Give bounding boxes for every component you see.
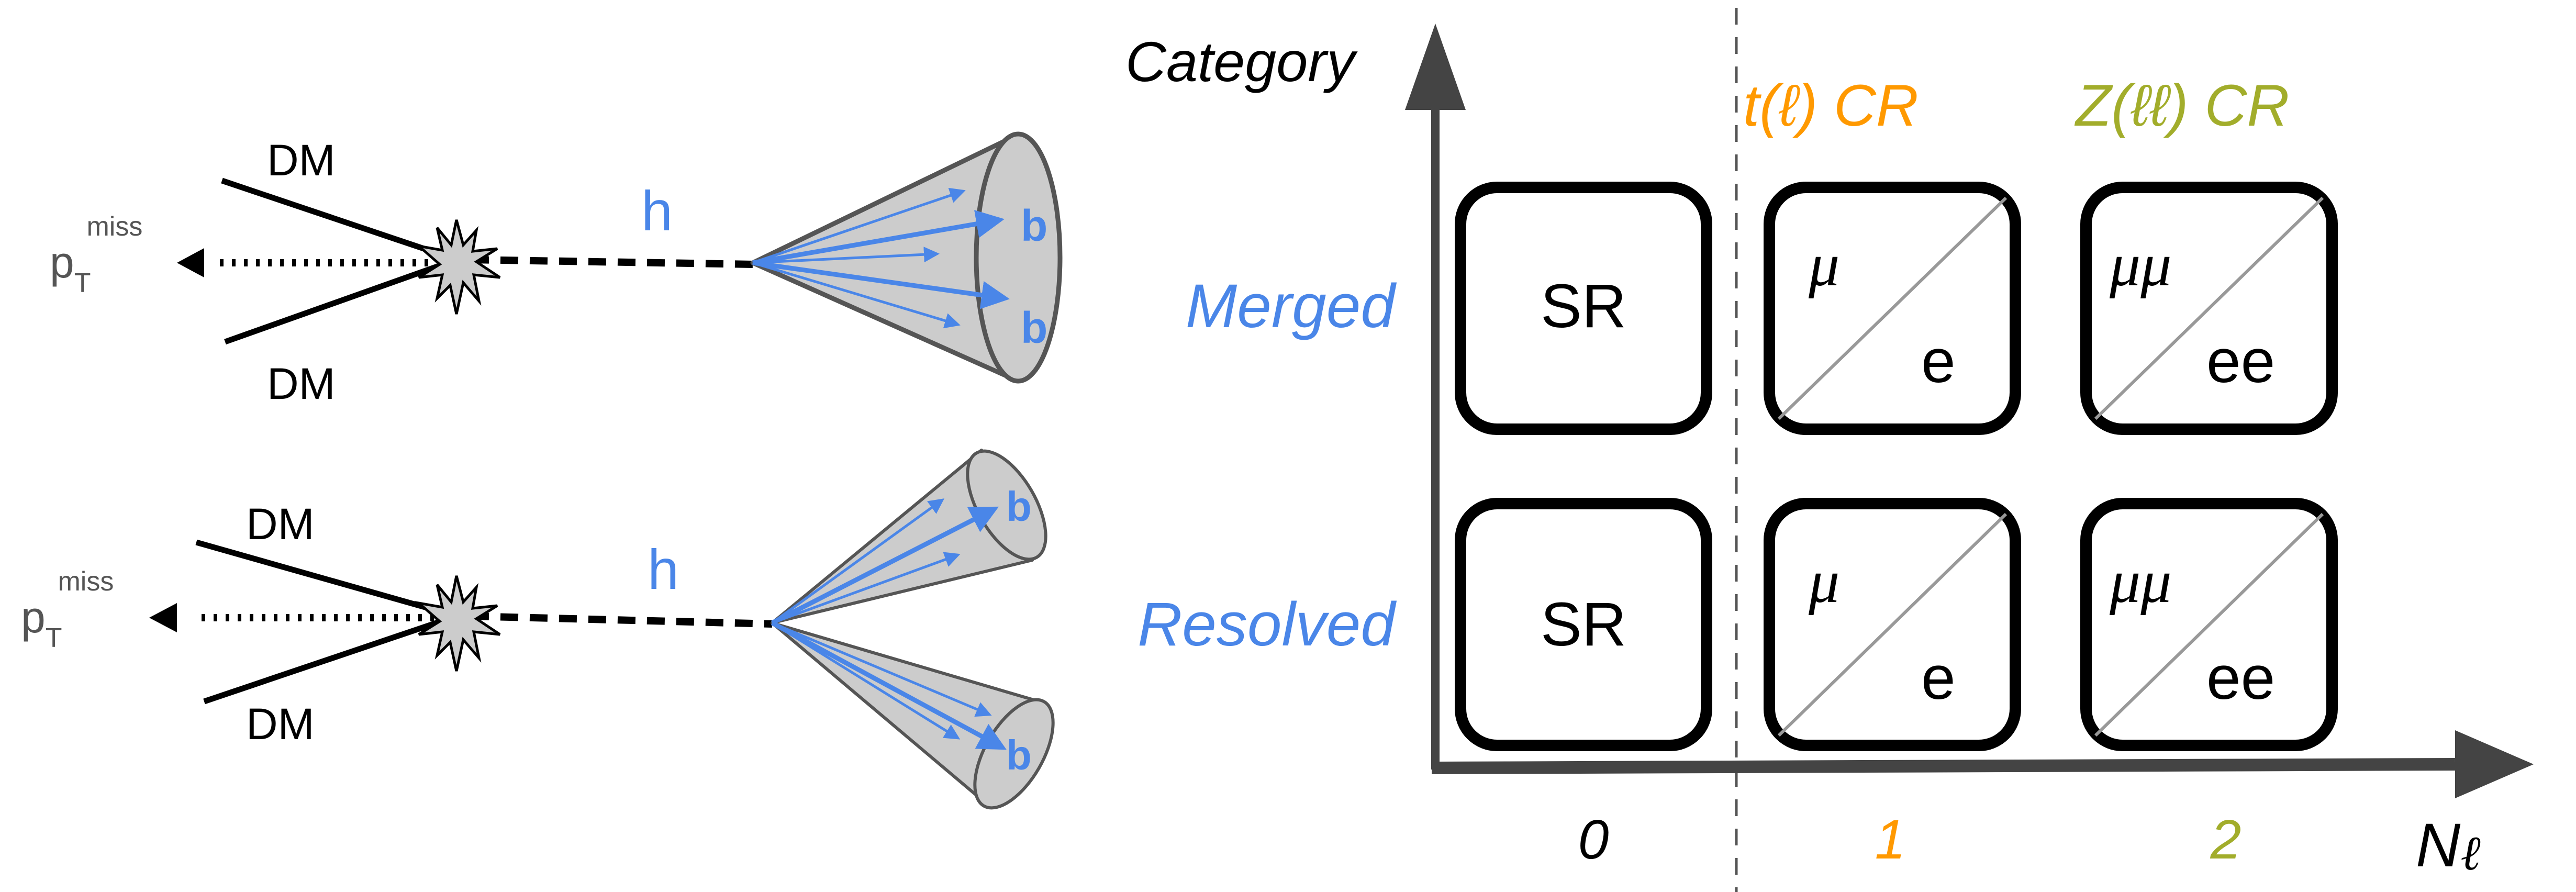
track [752, 261, 961, 329]
higgs-dashed-line [471, 612, 773, 628]
region-label-electron: e [1921, 327, 1956, 396]
ptmiss-sup: miss [86, 211, 142, 242]
region-divider [2094, 196, 2324, 420]
ptmiss-sub: T [74, 268, 91, 298]
region-box-merged-top-cr: μ e [1764, 182, 2021, 435]
higgs-dashed-line [471, 256, 753, 268]
region-box-resolved-sr: SR [1455, 498, 1712, 751]
region-label-electrons: ee [2206, 643, 2275, 712]
b-quark-label: b [1021, 201, 1047, 250]
ptmiss-base: p [50, 238, 74, 287]
dm-label-top: DM [267, 136, 336, 185]
x-axis-label: Nℓ [2416, 811, 2481, 880]
dm-label-top: DM [246, 499, 315, 549]
track [771, 506, 999, 626]
dm-line-bottom [224, 257, 458, 345]
region-label-muons: μμ [2109, 547, 2171, 616]
region-box-resolved-top-cr: μ e [1764, 498, 2021, 751]
x-tick-1: 1 [1875, 809, 1906, 871]
ptmiss-sub: T [46, 623, 62, 653]
ptmiss-base: p [21, 593, 46, 642]
region-divider [2094, 512, 2324, 737]
region-divider [1777, 512, 2008, 737]
column-header-top-cr: t(ℓ) CR [1743, 73, 1919, 138]
row-label-resolved: Resolved [1138, 590, 1397, 659]
y-axis-label: Category [1125, 30, 1358, 93]
interaction-vertex-icon [414, 219, 501, 315]
region-box-merged-sr: SR [1455, 182, 1712, 435]
x-axis-arrowhead-icon [2455, 730, 2534, 798]
b-quark-label: b [1006, 732, 1032, 778]
region-label-electron: e [1921, 643, 1956, 712]
ptmiss-arrowhead-icon [149, 603, 177, 632]
x-axis-label-base: N [2416, 811, 2461, 880]
category-grid: Category Nℓ t(ℓ) CR Z(ℓℓ) CR 0 1 2 Merge… [1125, 8, 2534, 892]
ptmiss-label: pTmiss [21, 566, 114, 653]
region-box-merged-z-cr: μμ ee [2080, 182, 2338, 435]
track [772, 552, 961, 625]
track [752, 247, 940, 264]
dm-label-bottom: DM [267, 359, 336, 408]
y-axis-arrowhead-icon [1405, 24, 1466, 110]
b-quark-label: b [1006, 483, 1032, 530]
x-tick-0: 0 [1578, 809, 1609, 871]
ptmiss-arrowhead-icon [177, 248, 204, 277]
dm-line-top [195, 539, 458, 619]
region-label: SR [1541, 272, 1626, 341]
region-label: SR [1541, 590, 1626, 659]
dm-line-bottom [203, 613, 458, 705]
track [772, 621, 992, 717]
region-label-muons: μμ [2109, 230, 2171, 299]
row-label-merged: Merged [1186, 272, 1397, 341]
track [752, 210, 1005, 265]
track [752, 260, 1010, 309]
ptmiss-sup: miss [58, 566, 114, 597]
region-box-resolved-z-cr: μμ ee [2080, 498, 2338, 751]
region-label-muon: μ [1808, 547, 1839, 616]
dm-label-bottom: DM [246, 699, 315, 749]
region-label-electrons: ee [2206, 327, 2275, 396]
column-header-z-cr: Z(ℓℓ) CR [2074, 73, 2289, 138]
b-quark-label: b [1021, 303, 1047, 352]
x-tick-2: 2 [2210, 809, 2242, 871]
track [752, 187, 966, 264]
jet-tracks [771, 498, 1007, 750]
region-label-muon: μ [1808, 230, 1839, 299]
ptmiss-label: pTmiss [50, 211, 142, 298]
interaction-vertex-icon [414, 575, 501, 672]
x-axis-label-sub: ℓ [2460, 827, 2480, 880]
higgs-label: h [648, 538, 679, 601]
feynman-resolved: DM DM pTmiss h b b [21, 449, 1055, 810]
higgs-label: h [641, 179, 673, 242]
feynman-merged: DM DM pTmiss h b b [50, 131, 1063, 408]
jet-tracks [752, 187, 1010, 329]
fat-jet-cone-cap [974, 131, 1063, 384]
track [771, 621, 1007, 750]
track [771, 498, 945, 625]
x-axis [1431, 758, 2456, 774]
region-divider [1777, 196, 2008, 420]
